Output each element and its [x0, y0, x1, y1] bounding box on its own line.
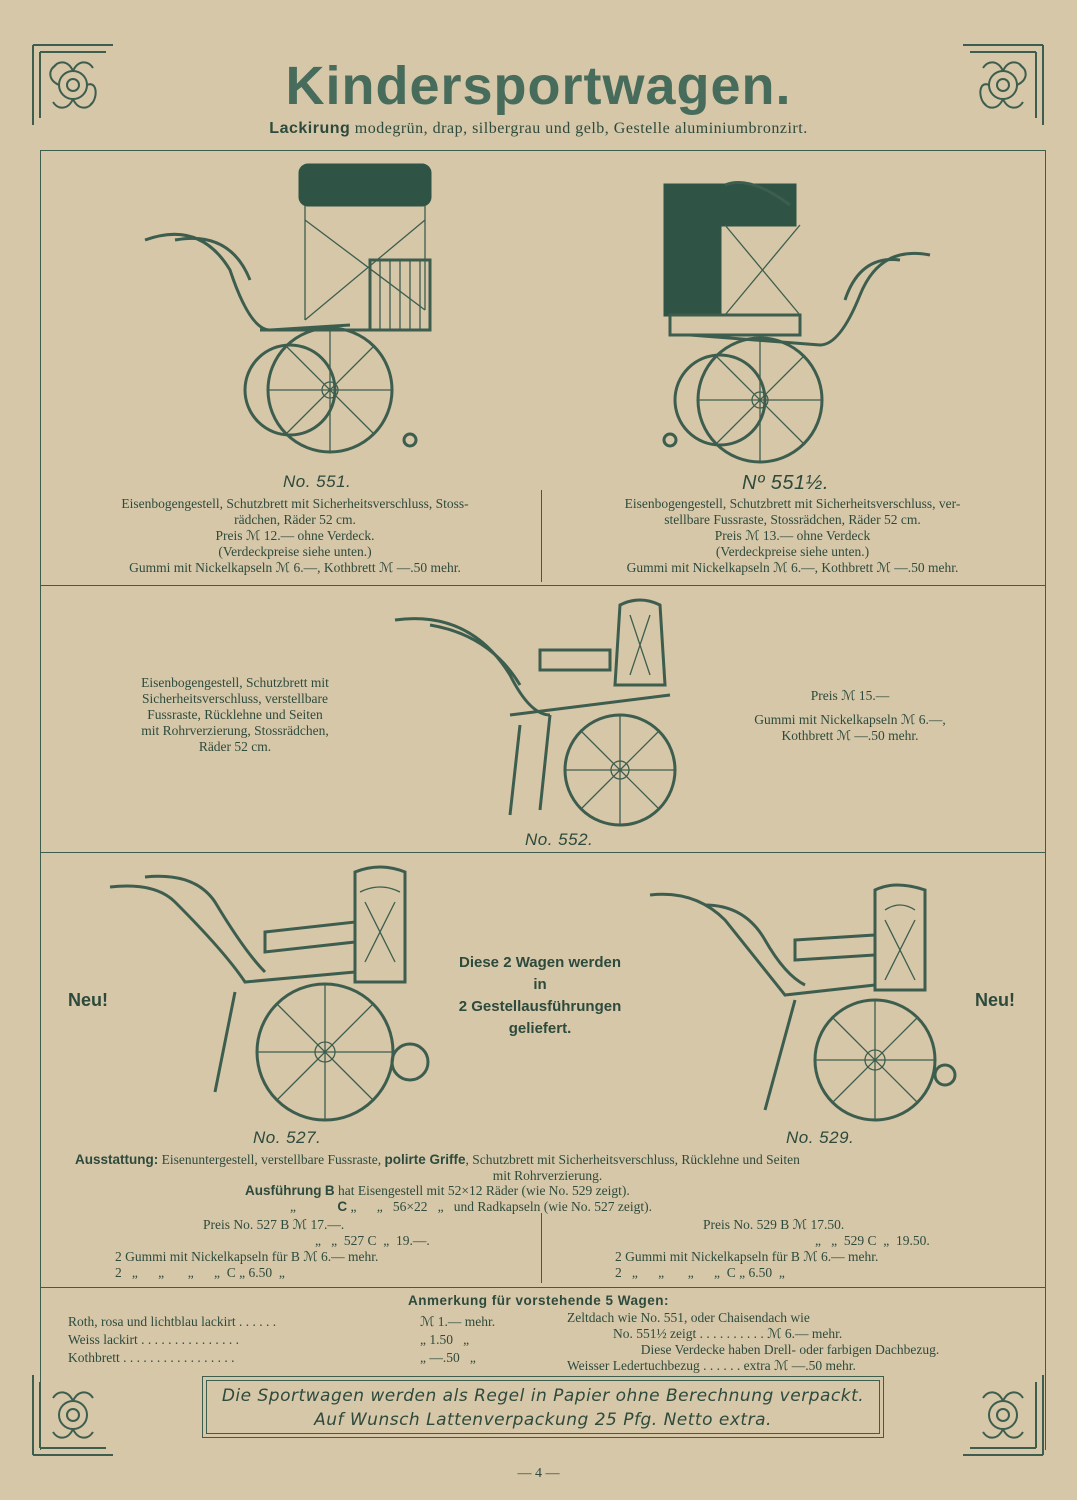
equipment-bold: polirte Griffe — [384, 1152, 466, 1167]
model-527-pricing: Preis No. 527 B ℳ 17.—. „ „ 527 C „ 19.—… — [115, 1217, 535, 1281]
price-line: Preis No. 529 B ℳ 17.50. — [703, 1217, 845, 1232]
divider — [40, 585, 1045, 586]
model-number-551: No. 551. — [283, 472, 352, 491]
price-line: „ „ 529 C „ 19.50. — [815, 1233, 930, 1248]
note-row-label: Weiss lackirt . . . . . . . . . . . . . … — [68, 1332, 240, 1347]
extras-line: Kothbrett ℳ —.50 mehr. — [781, 728, 919, 743]
note-row: Kothbrett . . . . . . . . . . . . . . . … — [68, 1350, 235, 1366]
variant-note-line: Diese 2 Wagen werden — [459, 954, 621, 971]
divider — [541, 1213, 542, 1283]
variant-note: Diese 2 Wagen werden in 2 Gestellausführ… — [430, 952, 650, 1040]
extras-line: Gummi mit Nickelkapseln ℳ 6.—, Kothbrett… — [129, 560, 461, 575]
desc-line: Eisenbogengestell, Schutzbrett mit Siche… — [624, 496, 961, 511]
variant-b-line: Ausführung B hat Eisengestell mit 52×12 … — [245, 1183, 845, 1199]
price-line: Preis No. 527 B ℳ 17.—. — [203, 1217, 345, 1232]
ditto-mark: „ — [290, 1199, 296, 1214]
variant-letter: C — [337, 1199, 348, 1214]
desc-line: mit Rohrverzierung, Stossrädchen, — [141, 723, 329, 738]
price-line: Preis ℳ 15.— — [810, 688, 890, 703]
price-line: „ „ 527 C „ 19.—. — [315, 1233, 430, 1248]
extras-line: 2 Gummi mit Nickelkapseln für B ℳ 6.— me… — [615, 1249, 879, 1264]
note-row-price: „ —.50 „ — [420, 1350, 476, 1365]
stroller-551-illustration — [144, 163, 432, 454]
model-529-pricing: Preis No. 529 B ℳ 17.50. „ „ 529 C „ 19.… — [615, 1217, 1035, 1281]
model-551-half-description: Eisenbogengestell, Schutzbrett mit Siche… — [550, 496, 1035, 576]
note-line: Diese Verdecke haben Drell- oder farbige… — [640, 1342, 940, 1357]
divider — [40, 852, 1045, 853]
variant-c-line: „ C „ „ 56×22 „ und Radkapseln (wie No. … — [290, 1199, 890, 1215]
divider — [541, 490, 542, 582]
extras-line: 2 „ „ „ „ C „ 6.50 „ — [615, 1265, 785, 1280]
variant-letter: B — [324, 1183, 335, 1198]
note-line: No. 551½ zeigt . . . . . . . . . . ℳ 6.—… — [613, 1326, 843, 1341]
new-badge: Neu! — [68, 990, 108, 1010]
page-number: — 4 — — [517, 1466, 560, 1481]
desc-line: Räder 52 cm. — [198, 739, 272, 754]
divider — [40, 1287, 1045, 1288]
stroller-552-illustration — [394, 598, 677, 827]
price-line: Preis ℳ 13.— ohne Verdeck — [714, 528, 871, 543]
subtitle-text: modegrün, drap, silbergrau und gelb, Ges… — [350, 120, 808, 137]
equipment-label: Ausstattung: — [75, 1152, 159, 1167]
equipment-text: , Schutzbrett mit Sicherheitsverschluss,… — [465, 1152, 800, 1167]
equipment-text: mit Rohrverzierung. — [492, 1168, 603, 1183]
equipment-text: Eisenuntergestell, verstellbare Fussrast… — [158, 1152, 385, 1167]
extras-line: 2 „ „ „ „ C „ 6.50 „ — [115, 1265, 285, 1280]
desc-line: stellbare Fussraste, Stossrädchen, Räder… — [664, 512, 921, 527]
extras-line: 2 Gummi mit Nickelkapseln für B ℳ 6.— me… — [115, 1249, 379, 1264]
packaging-note-line: Auf Wunsch Lattenverpackung 25 Pfg. Nett… — [314, 1410, 772, 1430]
stroller-551-half-illustration — [662, 181, 931, 464]
extras-line: Gummi mit Nickelkapseln ℳ 6.—, — [754, 712, 946, 727]
variant-note-line: geliefert. — [508, 1020, 572, 1037]
note-line: Weisser Ledertuchbezug . . . . . . extra… — [567, 1358, 856, 1373]
corner-ornament-icon — [32, 44, 113, 125]
equipment-description: Ausstattung: Eisenuntergestell, verstell… — [75, 1152, 1020, 1184]
desc-line: Eisenbogengestell, Schutzbrett mit — [141, 675, 329, 690]
desc-line: Eisenbogengestell, Schutzbrett mit Siche… — [121, 496, 469, 511]
desc-line: Sicherheitsverschluss, verstellbare — [142, 691, 328, 706]
corner-ornament-icon — [963, 44, 1044, 125]
model-number-552: No. 552. — [525, 830, 594, 849]
variant-text: hat Eisengestell mit 52×12 Räder (wie No… — [338, 1183, 630, 1198]
model-number-551-half: Nº 551½. — [742, 472, 829, 494]
packaging-note-box: Die Sportwagen werden als Regel in Papie… — [202, 1376, 884, 1438]
desc-line: (Verdeckpreise siehe unten.) — [715, 544, 870, 559]
note-row-label: Kothbrett . . . . . . . . . . . . . . . … — [68, 1350, 235, 1365]
note-row: Roth, rosa und lichtblau lackirt . . . .… — [68, 1314, 276, 1330]
model-552-pricing: Preis ℳ 15.— Gummi mit Nickelkapseln ℳ 6… — [700, 688, 1000, 744]
corner-ornament-icon — [963, 1375, 1044, 1456]
desc-line: Fussraste, Rücklehne und Seiten — [147, 707, 323, 722]
notes-heading: Anmerkung für vorstehende 5 Wagen: — [407, 1293, 670, 1308]
packaging-note-line: Die Sportwagen werden als Regel in Papie… — [221, 1386, 865, 1406]
variant-text: „ „ 56×22 „ und Radkapseln (wie No. 527 … — [350, 1199, 653, 1214]
note-row: Weiss lackirt . . . . . . . . . . . . . … — [68, 1332, 239, 1348]
subtitle-bold: Lackirung — [269, 120, 351, 137]
page-frame — [40, 150, 1046, 1450]
variant-note-line: 2 Gestellausführungen — [458, 998, 622, 1015]
note-row-price: „ 1.50 „ — [420, 1332, 470, 1347]
canopy-notes: Zeltdach wie No. 551, oder Chaisendach w… — [555, 1310, 1025, 1374]
note-line: Zeltdach wie No. 551, oder Chaisendach w… — [567, 1310, 810, 1325]
stroller-527-illustration — [109, 865, 430, 1122]
new-badge: Neu! — [975, 990, 1015, 1010]
variant-label: Ausführung — [245, 1183, 322, 1198]
note-row-price: ℳ 1.— mehr. — [420, 1314, 496, 1329]
note-row-label: Roth, rosa und lichtblau lackirt . . . .… — [68, 1314, 277, 1329]
model-552-description: Eisenbogengestell, Schutzbrett mit Siche… — [95, 675, 375, 755]
desc-line: (Verdeckpreise siehe unten.) — [218, 544, 372, 559]
model-551-description: Eisenbogengestell, Schutzbrett mit Siche… — [55, 496, 535, 576]
divider — [40, 150, 1045, 151]
stroller-529-illustration — [649, 883, 957, 1122]
model-number-527: No. 527. — [253, 1128, 322, 1147]
page-subtitle: Lackirung modegrün, drap, silbergrau und… — [0, 120, 1077, 138]
extras-line: Gummi mit Nickelkapseln ℳ 6.—, Kothbrett… — [626, 560, 959, 575]
page-title: Kindersportwagen. — [285, 56, 792, 116]
price-line: Preis ℳ 12.— ohne Verdeck. — [215, 528, 375, 543]
desc-line: rädchen, Räder 52 cm. — [234, 512, 356, 527]
model-number-529: No. 529. — [786, 1128, 855, 1147]
variant-note-line: in — [533, 976, 547, 993]
